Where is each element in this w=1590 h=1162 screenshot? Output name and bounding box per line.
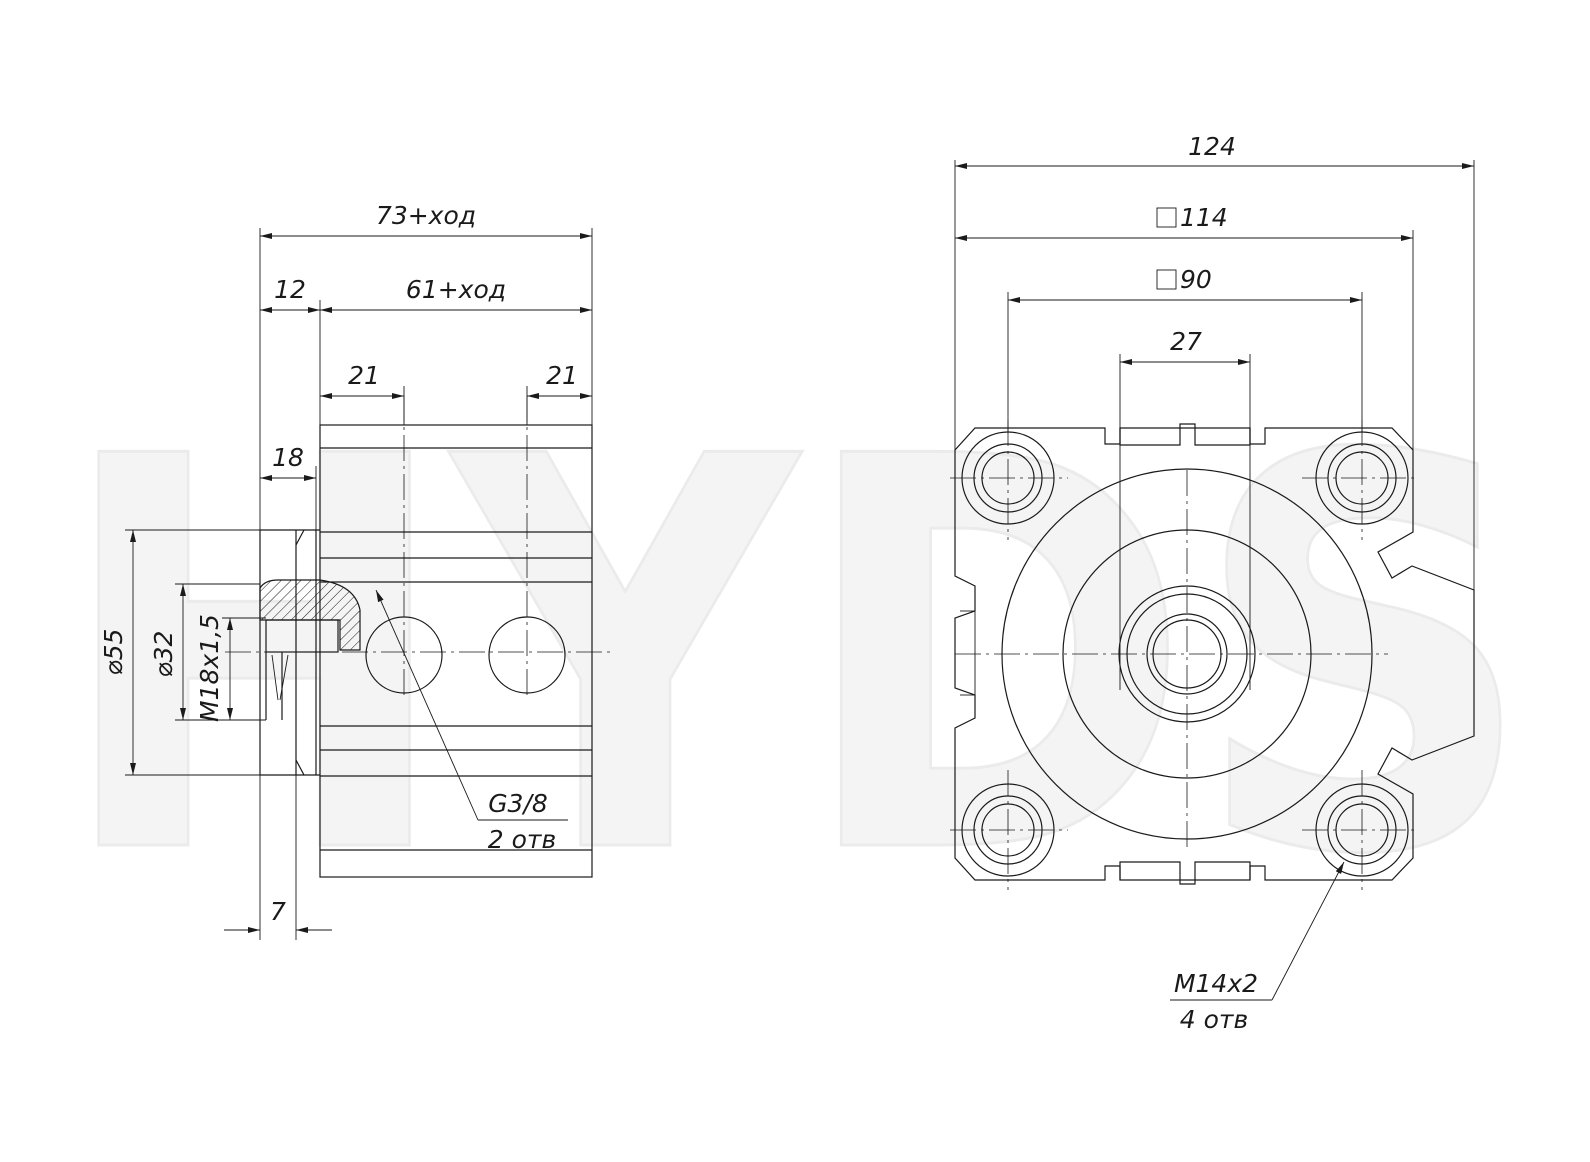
watermark: HYDS [55,345,1535,973]
dim-rod-length: 18 [272,443,304,472]
dim-port-right: 21 [546,361,578,390]
mount-count-label: 4 отв [1180,1005,1248,1034]
rod-section-hatch [259,579,361,651]
dim-port-left: 21 [348,361,380,390]
rod-thread-circle [1146,613,1228,695]
dim-thread: M18x1,5 [195,614,224,722]
dim-body-length: 61+ход [406,275,506,304]
side-view: 73+ход 12 61+ход 21 21 18 ⌀55 ⌀32 M18x1,… [99,201,610,940]
port-thread-label: G3/8 [488,789,548,818]
dim-total-length: 73+ход [376,201,476,230]
mount-thread-label: M14x2 [1174,969,1258,998]
dim-flange: 12 [274,275,306,304]
cylinder-body [319,424,593,878]
dim-overall-width: 124 [1188,132,1236,161]
dim-square-holes: 90 [1180,265,1212,294]
dim-slot: 27 [1170,327,1202,356]
dim-square-body: 114 [1180,203,1228,232]
port-count-label: 2 отв [488,825,556,854]
square-symbol-114 [1156,207,1177,228]
dim-rod-step: 7 [270,897,286,926]
square-symbol-90 [1156,269,1177,290]
dim-diameter-32: ⌀32 [149,631,178,678]
dim-diameter-55: ⌀55 [99,629,128,676]
front-view: 124 114 90 27 M14x2 4 отв [950,132,1475,1034]
